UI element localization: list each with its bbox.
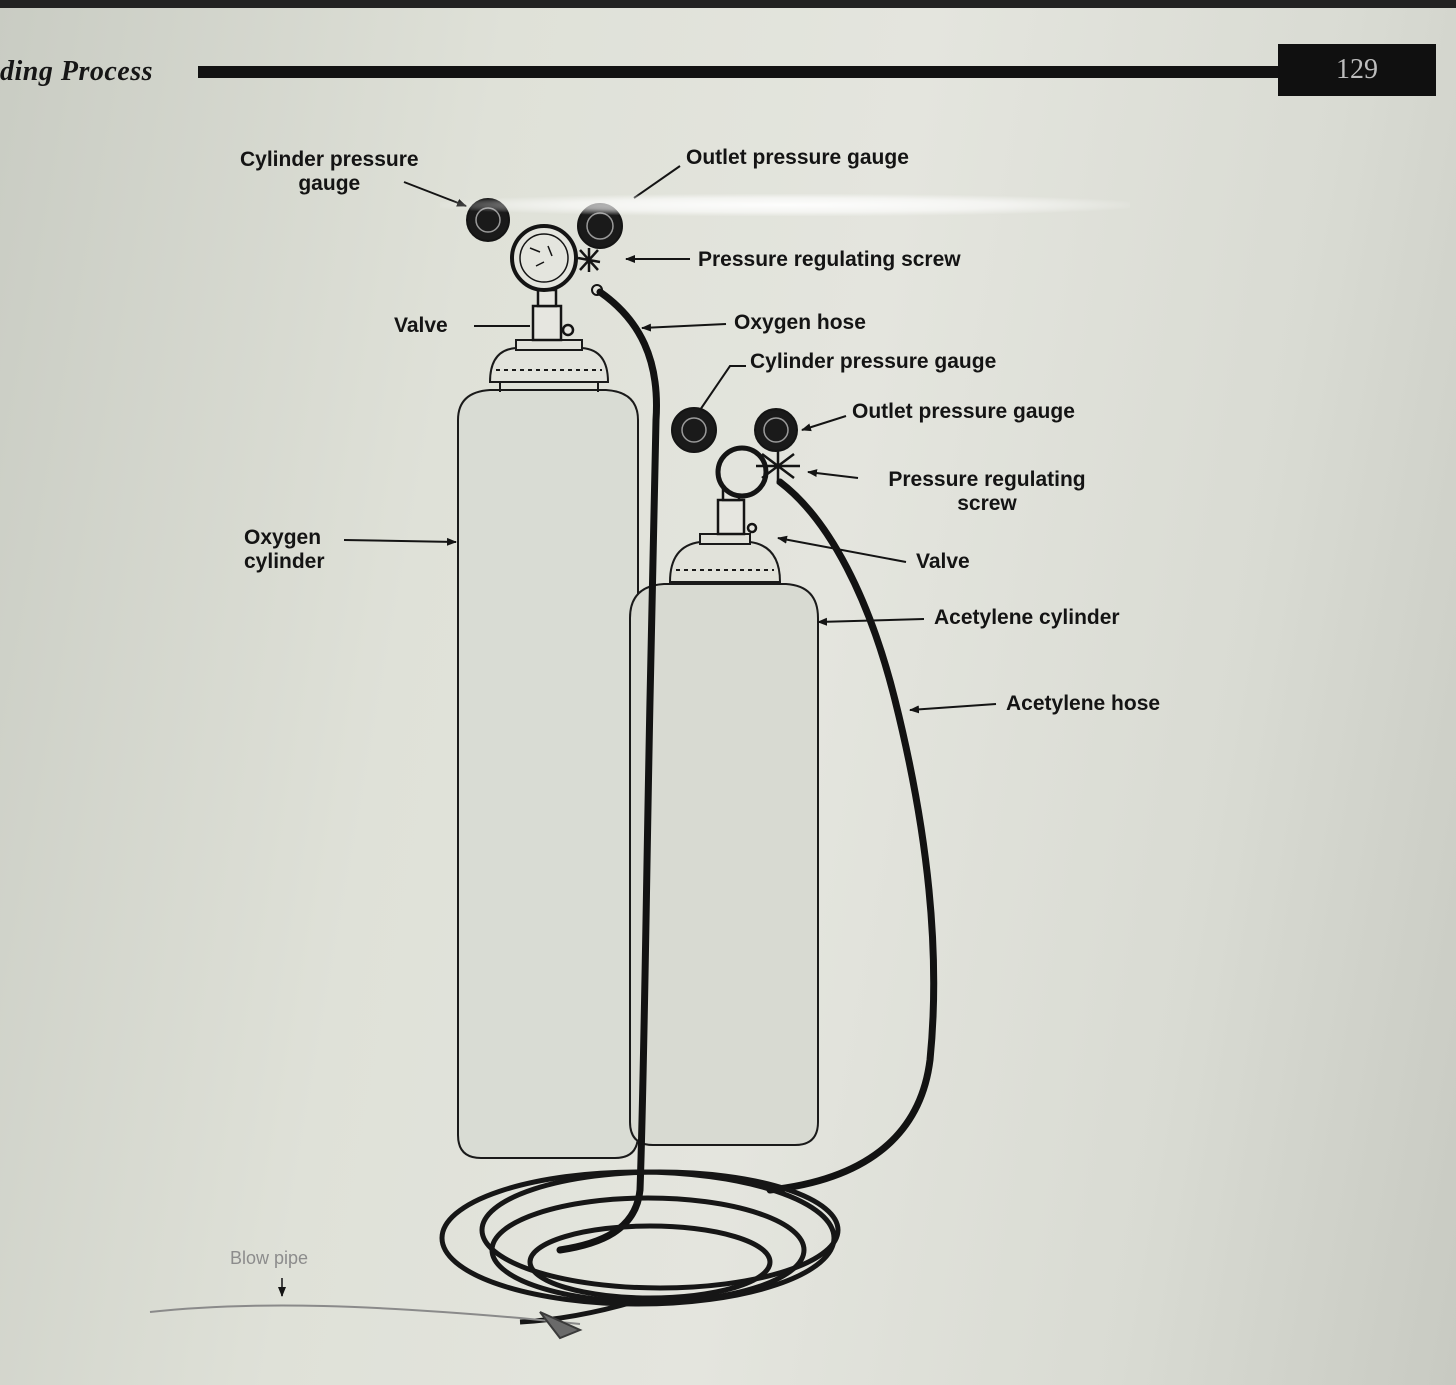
header-rule — [198, 66, 1282, 78]
acetylene-regulator — [671, 407, 800, 499]
acetylene-pressure-regulating-screw-label: Pressure regulating screw — [888, 468, 1086, 515]
acetylene-cylinder — [629, 533, 819, 1146]
acetylene-outlet-pressure-gauge-label: Outlet pressure gauge — [852, 400, 1075, 423]
acetylene-cylinder-pressure-gauge-label: Cylinder pressure gauge — [750, 350, 997, 373]
oxygen-cylinder-pressure-gauge-label: Cylinder pressure gauge — [240, 148, 419, 195]
blow-pipe-label: Blow pipe — [230, 1248, 309, 1268]
blow-pipe — [149, 1278, 583, 1340]
oxygen-cylinder — [457, 339, 639, 1159]
oxygen-hose-label: Oxygen hose — [734, 311, 866, 334]
acetylene-hose-label: Acetylene hose — [1006, 692, 1161, 715]
acetylene-valve-label: Valve — [916, 550, 970, 573]
oxygen-valve — [531, 288, 575, 342]
acetylene-cylinder-label: Acetylene cylinder — [934, 606, 1120, 629]
leader-lines — [343, 165, 997, 714]
oxygen-pressure-regulating-screw-label: Pressure regulating screw — [698, 248, 961, 271]
oxygen-hose — [556, 288, 660, 1254]
page-number: 129 — [1278, 44, 1436, 96]
acetylene-hose — [766, 478, 938, 1194]
oxygen-cylinder-label: Oxygen cylinder — [244, 526, 325, 573]
top-band — [0, 0, 1456, 8]
oxygen-outlet-pressure-gauge-label: Outlet pressure gauge — [686, 146, 909, 169]
oxygen-valve-label: Valve — [394, 314, 448, 337]
screen-glare — [440, 194, 1130, 216]
chapter-title: ding Process — [0, 56, 153, 87]
hose-coils — [439, 1169, 841, 1325]
